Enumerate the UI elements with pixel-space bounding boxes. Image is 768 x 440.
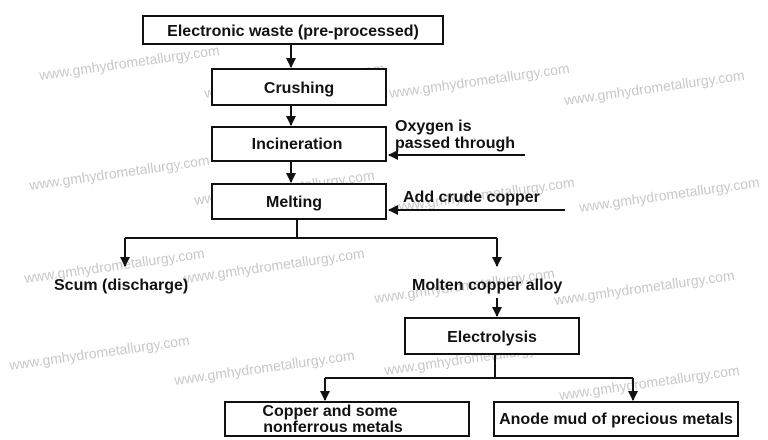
output-scum: Scum (discharge) (54, 277, 188, 294)
input-crude-copper: Add crude copper (403, 189, 540, 206)
watermark: www.gmhydrometallurgy.com (552, 267, 735, 308)
step-label: Electronic waste (pre-processed) (167, 23, 419, 40)
watermark: www.gmhydrometallurgy.com (557, 362, 740, 403)
step-label: Crushing (264, 80, 334, 97)
step-melting: Melting (211, 183, 387, 220)
step-box (211, 68, 387, 106)
input-label: Oxygen is (395, 118, 472, 135)
product-box (493, 401, 739, 437)
watermark: www.gmhydrometallurgy.com (182, 245, 365, 286)
input-oxygen: Oxygen is passed through (395, 118, 515, 152)
input-label: passed through (395, 135, 515, 152)
step-box (211, 126, 387, 162)
input-label: Add crude copper (403, 189, 540, 206)
product-label: Anode mud of precious metals (499, 411, 733, 428)
step-incineration: Incineration (211, 126, 387, 162)
step-crushing: Crushing (211, 68, 387, 106)
product-label: Copper and some (262, 403, 397, 420)
step-label: Electrolysis (447, 329, 537, 346)
watermark: www.gmhydrometallurgy.com (7, 332, 190, 373)
watermark: www.gmhydrometallurgy.com (562, 67, 745, 108)
step-box (142, 15, 444, 45)
step-box (211, 183, 387, 220)
step-electronic-waste: Electronic waste (pre-processed) (142, 15, 444, 45)
product-label: nonferrous metals (263, 419, 403, 436)
step-label: Melting (266, 194, 322, 211)
step-label: Incineration (252, 136, 343, 153)
product-copper: Copper and some nonferrous metals (224, 401, 470, 437)
watermark: www.gmhydrometallurgy.com (27, 152, 210, 193)
watermark: www.gmhydrometallurgy.com (577, 174, 760, 215)
connectors (120, 44, 638, 401)
step-box (404, 317, 580, 355)
product-anode-mud: Anode mud of precious metals (493, 401, 739, 437)
output-molten-copper-alloy: Molten copper alloy (412, 277, 562, 294)
watermark: www.gmhydrometallurgy.com (37, 42, 220, 83)
watermark: www.gmhydrometallurgy.com (387, 60, 570, 101)
step-electrolysis: Electrolysis (404, 317, 580, 355)
watermark: www.gmhydrometallurgy.com (172, 347, 355, 388)
product-box (224, 401, 470, 437)
